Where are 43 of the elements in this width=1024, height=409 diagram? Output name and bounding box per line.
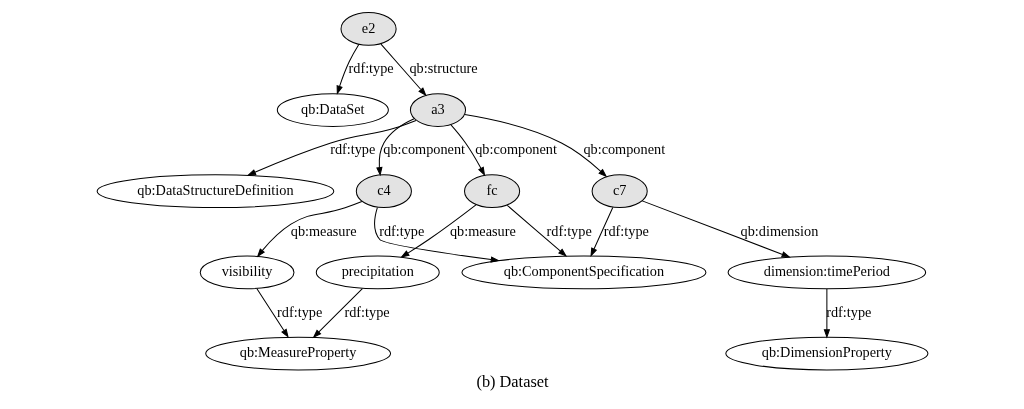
- node-ellipse: visibility: [199, 255, 294, 290]
- edge-label: qb:measure: [290, 222, 357, 239]
- arrow: [641, 200, 791, 258]
- arrow: [589, 207, 613, 258]
- arrow: [255, 288, 289, 339]
- edge-label: qb:measure: [449, 222, 516, 239]
- node-ellipse: a3: [409, 93, 466, 127]
- caption: (b) Dataset: [475, 372, 549, 392]
- edge-label: rdf:type: [603, 222, 649, 239]
- node-ellipse: qb:MeasureProperty: [204, 336, 391, 371]
- edge-label: qb:component: [382, 141, 465, 158]
- arrow: [449, 124, 485, 177]
- edge-label: qb:component: [474, 141, 557, 158]
- node-ellipse: qb:DimensionProperty: [724, 336, 928, 371]
- arrow: [379, 43, 427, 97]
- node-ellipse: qb:DataSet: [276, 93, 389, 127]
- edge-label: rdf:type: [546, 222, 592, 239]
- node-ellipse: dimension:timePeriod: [727, 255, 926, 290]
- arrow: [256, 201, 362, 258]
- edge-label: rdf:type: [348, 60, 394, 77]
- arrow: [246, 120, 417, 176]
- edge-label: rdf:type: [343, 303, 390, 320]
- arrow: [463, 114, 607, 178]
- node-ellipse: fc: [463, 174, 520, 209]
- arrow: [336, 43, 359, 95]
- node-ellipse: precipitation: [315, 255, 440, 290]
- edge-label: rdf:type: [825, 303, 871, 320]
- arrow: [823, 288, 830, 339]
- edge-label: qb:structure: [408, 60, 478, 77]
- arrow: [312, 288, 363, 339]
- node-ellipse: e2: [340, 12, 397, 46]
- edge-label: qb:component: [582, 141, 665, 158]
- arrow: [506, 204, 567, 257]
- edge-label: qb:dimension: [740, 222, 818, 239]
- edge-label: rdf:type: [276, 303, 322, 320]
- arrow: [399, 204, 476, 258]
- arrow: [375, 118, 415, 177]
- arrow: [373, 207, 500, 263]
- node-ellipse: c7: [591, 174, 648, 209]
- edge-label: rdf:type: [378, 222, 424, 239]
- edge-label: rdf:type: [329, 141, 375, 158]
- node-ellipse: qb:DataStructureDefinition: [96, 174, 334, 209]
- node-ellipse: c4: [355, 174, 412, 209]
